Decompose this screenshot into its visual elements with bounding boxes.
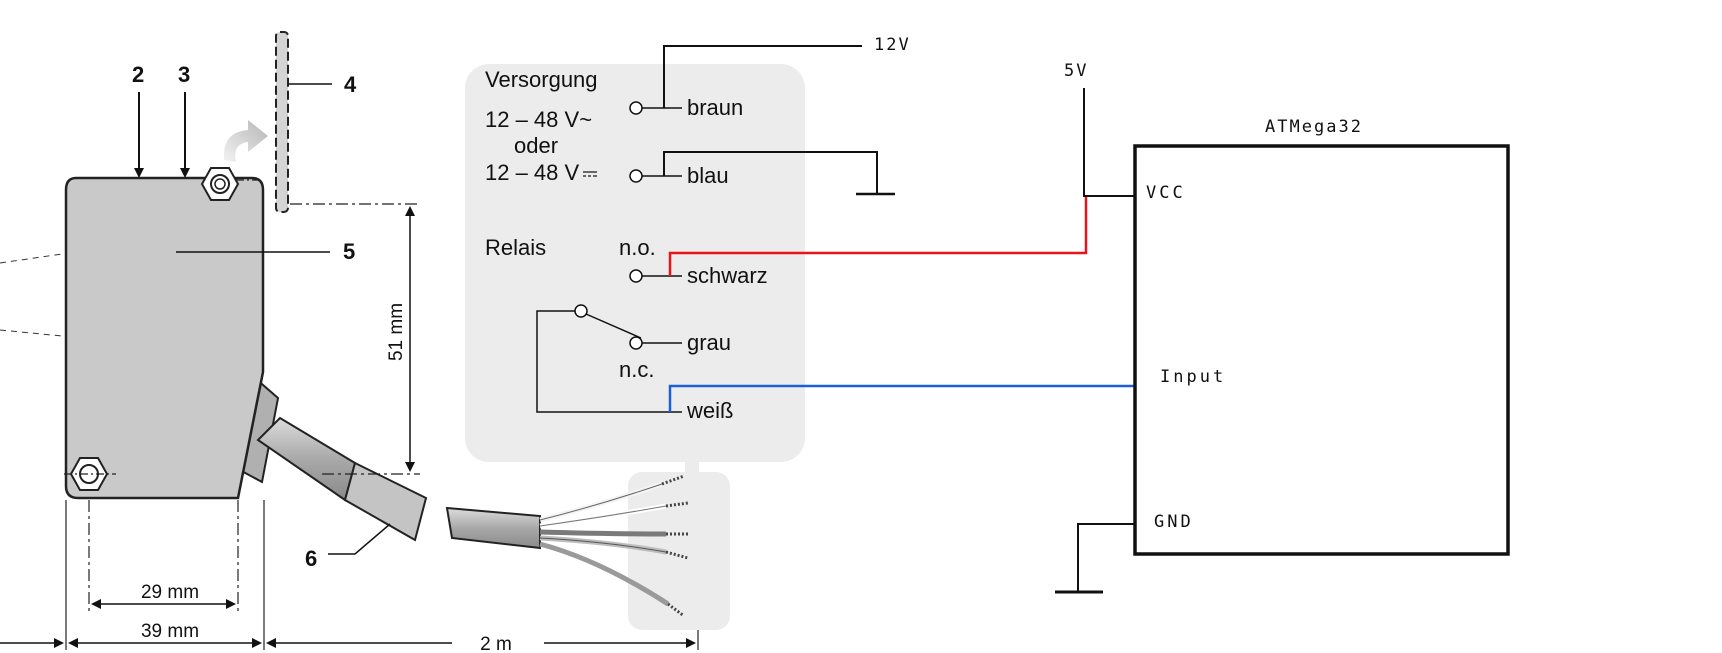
- mounting-nut-top: [200, 167, 260, 201]
- supply-title: Versorgung: [485, 67, 598, 92]
- pin-gnd: GND: [1154, 512, 1194, 532]
- callout-2: 2: [132, 62, 144, 87]
- terminal-brown: [629, 101, 643, 115]
- wire-gnd: [1077, 523, 1135, 592]
- supply-dc: 12 – 48 V: [485, 160, 580, 185]
- mcu: ATMega32 5V VCC Input GND: [1055, 61, 1510, 594]
- callout-3: 3: [178, 62, 190, 87]
- wire-white-label: weiß: [686, 398, 733, 423]
- wire-tail-panel: [628, 472, 730, 630]
- connector-neck: [685, 455, 699, 477]
- cable-mid: [343, 461, 428, 542]
- sensor-drawing: 2 3 4 5 6 51 mm 29 mm 39 mm 2 m: [0, 31, 699, 653]
- nc-label: n.c.: [619, 357, 654, 382]
- terminal-grey: [629, 336, 643, 350]
- connection-box: Versorgung 12 – 48 V~ oder 12 – 48 V Rel…: [465, 35, 911, 630]
- dim-51mm: 51 mm: [386, 303, 407, 361]
- dim-2m: 2 m: [480, 634, 512, 653]
- no-wire-red: [668, 196, 1088, 276]
- supply-ac: 12 – 48 V~: [485, 107, 592, 132]
- relay-loop: [536, 310, 682, 413]
- cover-flap: [275, 31, 289, 213]
- wire-blue-label: blau: [687, 163, 729, 188]
- mcu-title: ATMega32: [1265, 117, 1363, 137]
- wire-black-label: schwarz: [687, 263, 768, 288]
- dim-29mm: 29 mm: [141, 582, 199, 603]
- dim-39mm: 39 mm: [141, 621, 199, 642]
- no-label: n.o.: [619, 235, 656, 260]
- terminal-blue: [629, 169, 643, 183]
- wire-tails: [539, 474, 690, 618]
- sensor-housing: [64, 176, 265, 500]
- input-wire-blue: [668, 384, 1134, 412]
- supply-or: oder: [514, 133, 558, 158]
- connection-box-panel: [465, 64, 805, 462]
- flap-arrow: [223, 120, 268, 162]
- callout-line-6: [328, 523, 391, 555]
- beam-line: [0, 253, 63, 264]
- label-5v: 5V: [1064, 61, 1088, 81]
- wire-5v: [1083, 88, 1135, 197]
- terminal-black: [629, 269, 643, 283]
- dc-symbol: [583, 171, 597, 177]
- relay-common: [574, 304, 588, 318]
- mcu-box: [1133, 144, 1510, 556]
- pin-input: Input: [1160, 367, 1226, 387]
- mounting-nut-bottom: [64, 457, 116, 491]
- relay-contact: [585, 313, 642, 339]
- beam-line: [0, 329, 63, 337]
- callout-6: 6: [305, 546, 317, 571]
- cable-far: [445, 506, 541, 550]
- label-12v: 12V: [874, 35, 911, 55]
- cable-near: [256, 416, 357, 502]
- callout-5: 5: [343, 239, 355, 264]
- wire-brown-label: braun: [687, 95, 743, 120]
- callout-4: 4: [344, 72, 357, 97]
- wire-12v: [663, 45, 862, 108]
- relay-title: Relais: [485, 235, 546, 260]
- wire-grey-label: grau: [687, 330, 731, 355]
- wire-ground: [663, 151, 878, 194]
- pin-vcc: VCC: [1146, 183, 1186, 203]
